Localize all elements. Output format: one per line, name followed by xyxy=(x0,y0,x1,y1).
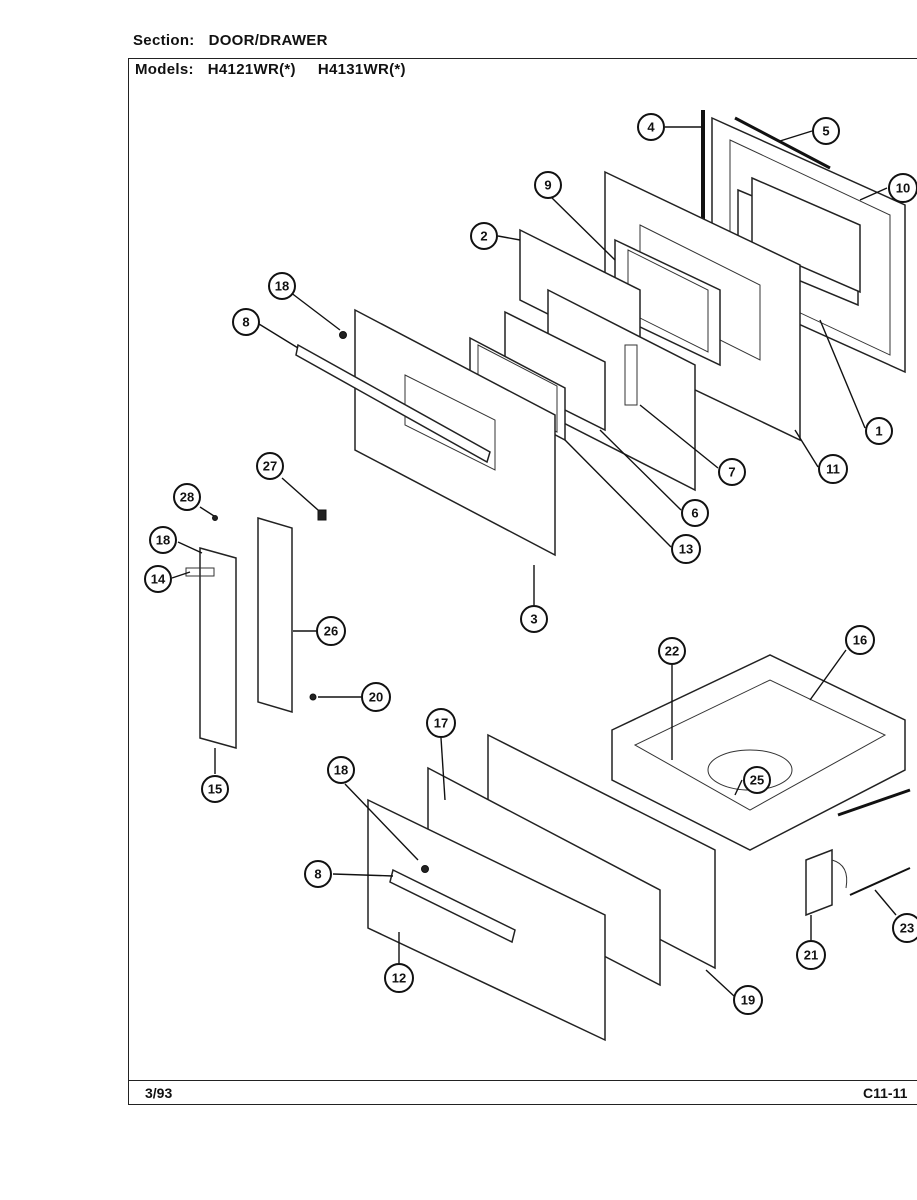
callout-5: 5 xyxy=(812,117,840,145)
callout-label: 23 xyxy=(900,921,914,936)
callout-label: 7 xyxy=(728,465,735,480)
section-value: DOOR/DRAWER xyxy=(208,32,328,49)
callout-1: 1 xyxy=(865,417,893,445)
callout-label: 13 xyxy=(679,542,693,557)
callout-18-side: 18 xyxy=(149,526,177,554)
footer-code: C11-11 xyxy=(863,1085,908,1101)
callout-label: 10 xyxy=(896,181,910,196)
callout-label: 8 xyxy=(314,867,321,882)
drawer-body xyxy=(611,654,906,851)
callout-label: 6 xyxy=(691,506,698,521)
callout-6: 6 xyxy=(681,499,709,527)
callout-label: 12 xyxy=(392,971,406,986)
callout-label: 14 xyxy=(151,572,166,587)
models-heading: Models: H4121WR(*) H4131WR(*) xyxy=(135,61,406,78)
callout-label: 15 xyxy=(208,782,222,797)
callout-4: 4 xyxy=(637,113,665,141)
callout-22: 22 xyxy=(658,637,686,665)
callout-9: 9 xyxy=(534,171,562,199)
callout-27: 27 xyxy=(256,452,284,480)
model-number-1: H4121WR(*) xyxy=(207,61,296,78)
callout-15: 15 xyxy=(201,775,229,803)
callout-13: 13 xyxy=(671,534,701,564)
screw-18-top xyxy=(339,331,347,339)
callout-label: 1 xyxy=(875,424,882,439)
callout-label: 21 xyxy=(804,948,818,963)
door-top-trim xyxy=(734,116,831,170)
callout-label: 18 xyxy=(156,533,170,548)
side-trim-right xyxy=(257,516,293,714)
callout-label: 4 xyxy=(647,120,655,135)
callout-21: 21 xyxy=(796,940,826,970)
callout-19: 19 xyxy=(733,985,763,1015)
footer-date: 3/93 xyxy=(145,1085,173,1101)
callout-label: 11 xyxy=(826,462,840,477)
callout-label: 18 xyxy=(275,279,289,294)
side-trim-left xyxy=(199,547,237,749)
drawer-bracket xyxy=(805,848,833,917)
callout-3: 3 xyxy=(520,605,548,633)
drawer-spring xyxy=(849,867,911,896)
screw-28 xyxy=(212,515,218,521)
diagram-frame xyxy=(128,58,917,1105)
footer-rule xyxy=(129,1080,917,1081)
callout-label: 9 xyxy=(544,178,551,193)
callout-label: 22 xyxy=(665,644,679,659)
callout-18-top: 18 xyxy=(268,272,296,300)
callout-16: 16 xyxy=(845,625,875,655)
callout-8-top: 8 xyxy=(232,308,260,336)
callout-20: 20 xyxy=(361,682,391,712)
callout-10: 10 xyxy=(888,173,917,203)
callout-label: 19 xyxy=(741,993,755,1008)
callout-2: 2 xyxy=(470,222,498,250)
callout-label: 3 xyxy=(530,612,537,627)
callout-18-drawer: 18 xyxy=(327,756,355,784)
callout-label: 8 xyxy=(242,315,249,330)
callout-23: 23 xyxy=(892,913,917,943)
callout-label: 25 xyxy=(750,773,764,788)
drawer-handle xyxy=(389,868,516,944)
callout-12: 12 xyxy=(384,963,414,993)
callout-26: 26 xyxy=(316,616,346,646)
callout-label: 27 xyxy=(263,459,277,474)
callout-7: 7 xyxy=(718,458,746,486)
callout-11: 11 xyxy=(818,454,848,484)
callout-label: 16 xyxy=(853,633,867,648)
models-label: Models: xyxy=(135,61,194,78)
callout-label: 5 xyxy=(822,124,829,139)
callout-label: 2 xyxy=(480,229,487,244)
callout-14: 14 xyxy=(144,565,172,593)
clip-27 xyxy=(317,509,327,521)
callout-label: 26 xyxy=(324,624,338,639)
model-number-2: H4131WR(*) xyxy=(317,61,406,78)
section-label: Section: xyxy=(133,32,195,49)
callout-label: 17 xyxy=(434,716,448,731)
door-handle xyxy=(295,343,491,464)
callout-label: 28 xyxy=(180,490,194,505)
callout-8-drawer: 8 xyxy=(304,860,332,888)
callout-label: 18 xyxy=(334,763,348,778)
screw-20 xyxy=(309,693,317,701)
callout-25: 25 xyxy=(743,766,771,794)
section-heading: Section: DOOR/DRAWER xyxy=(133,32,328,49)
drawer-rod xyxy=(837,788,911,817)
callout-28: 28 xyxy=(173,483,201,511)
callout-label: 20 xyxy=(369,690,383,705)
callout-17: 17 xyxy=(426,708,456,738)
screw-18-drawer xyxy=(421,865,429,873)
